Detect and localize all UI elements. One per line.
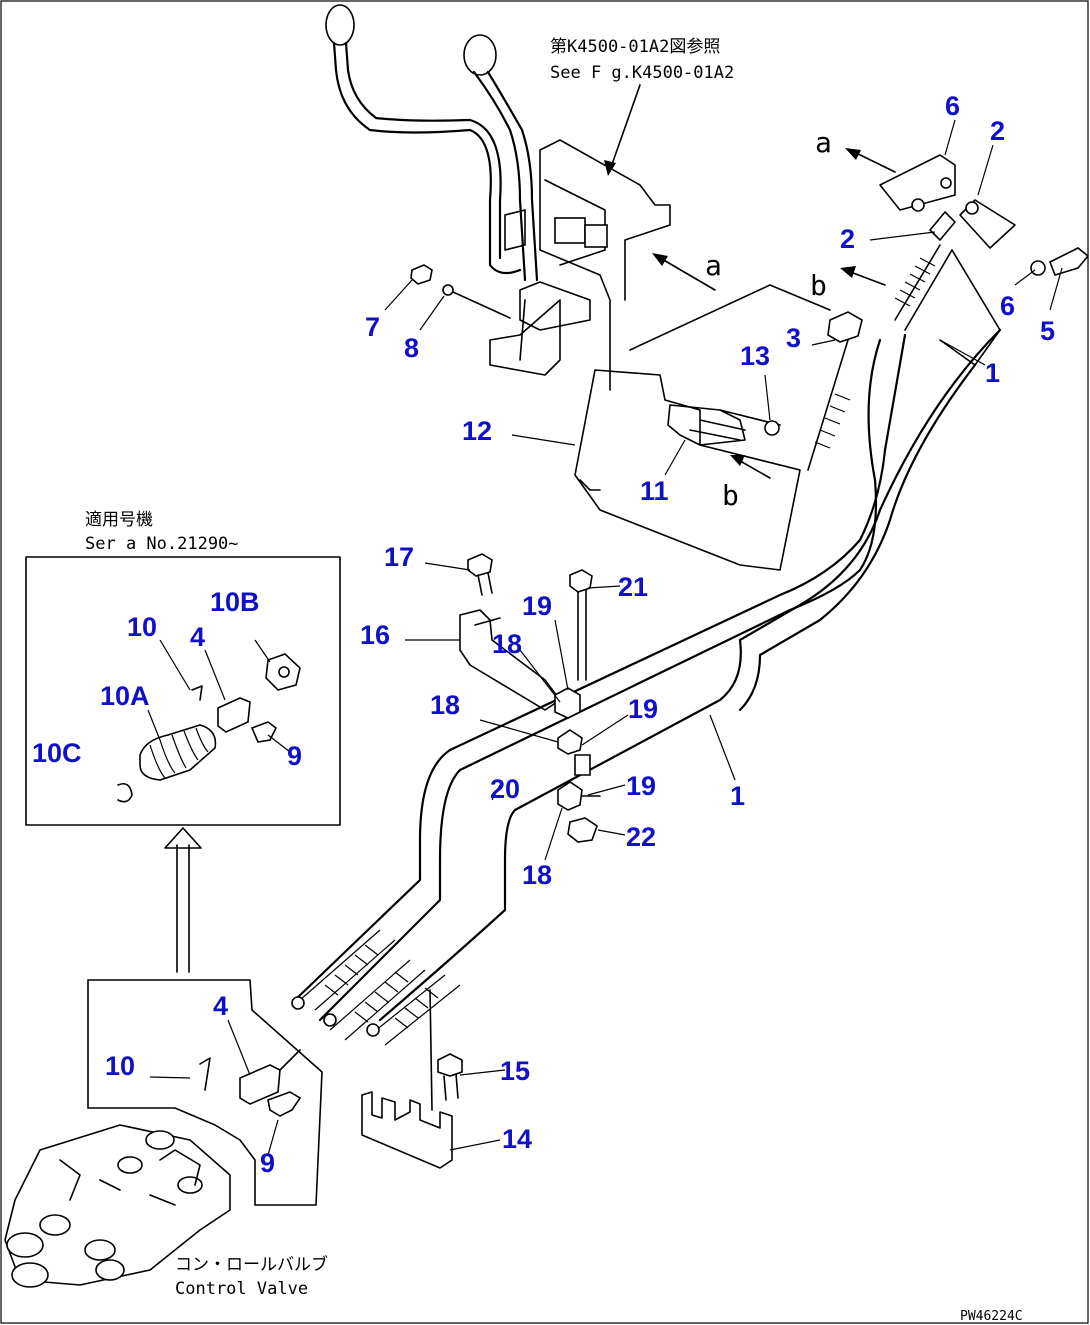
callout-10b: 10B	[210, 587, 260, 617]
valve-label-jp: コン・ロールバルブ	[175, 1254, 328, 1275]
cable-upper-ends	[807, 154, 1090, 471]
callout-18: 18	[522, 860, 552, 890]
control-cables	[291, 328, 1002, 1046]
valve-label-en: Control Valve	[175, 1279, 308, 1299]
view-marker-b-mid: b	[722, 479, 739, 512]
callout-9: 9	[287, 741, 302, 771]
lever-assembly	[325, 4, 671, 391]
callout-20: 20	[490, 774, 520, 804]
callout-18: 18	[430, 690, 460, 720]
callout-10a: 10A	[100, 681, 150, 711]
plate-assembly	[574, 369, 801, 571]
lower-joint	[199, 1049, 302, 1117]
ref-note-en: See F g.K4500-01A2	[550, 63, 734, 83]
view-marker-b-top: b	[810, 269, 827, 302]
callout-3: 3	[786, 323, 801, 353]
callout-2: 2	[990, 116, 1005, 146]
callout-17: 17	[384, 542, 414, 572]
callout-19: 19	[626, 771, 656, 801]
ref-note-jp: 第K4500-01A2図参照	[550, 37, 720, 57]
control-valve	[4, 1124, 231, 1288]
callout-7: 7	[365, 312, 380, 342]
callout-2: 2	[840, 224, 855, 254]
callout-5: 5	[1040, 316, 1055, 346]
callout-10: 10	[105, 1051, 135, 1081]
callout-8: 8	[404, 333, 419, 363]
callout-4: 4	[213, 991, 228, 1021]
callout-15: 15	[500, 1056, 530, 1086]
callout-11: 11	[640, 476, 669, 506]
callout-12: 12	[462, 416, 492, 446]
serial-note-en: Ser a No.21290~	[85, 534, 239, 554]
callout-1: 1	[730, 781, 745, 811]
callout-21: 21	[618, 572, 648, 602]
drawing-code: PW46224C	[960, 1309, 1023, 1324]
callout-1: 1	[985, 358, 1000, 388]
callout-leaders	[147, 119, 1063, 1156]
inset-parts	[117, 653, 301, 803]
callout-18: 18	[492, 629, 522, 659]
callout-4: 4	[190, 622, 205, 652]
callout-22: 22	[626, 822, 656, 852]
callout-numbers: 6 2 2 6 5 1 7 8 3 13 12 11 17 21 16 19 1…	[32, 91, 1055, 1178]
detail-arrow	[164, 827, 202, 973]
callout-6: 6	[945, 91, 960, 121]
detail-frame-lower	[87, 979, 323, 1206]
callout-19: 19	[628, 694, 658, 724]
ref-leader	[609, 84, 641, 171]
callout-16: 16	[360, 620, 390, 650]
inset-box	[25, 556, 341, 826]
callout-6: 6	[1000, 291, 1015, 321]
callout-19: 19	[522, 591, 552, 621]
bracket-14	[361, 989, 463, 1169]
view-marker-a-mid: a	[705, 249, 722, 282]
serial-note-jp: 適用号機	[85, 510, 153, 530]
callout-9: 9	[260, 1148, 275, 1178]
callout-14: 14	[502, 1124, 532, 1154]
callout-13: 13	[740, 341, 770, 371]
callout-10c: 10C	[32, 738, 82, 768]
callout-10: 10	[127, 612, 157, 642]
view-marker-a-top: a	[815, 126, 832, 159]
clamp-assembly	[459, 553, 601, 843]
